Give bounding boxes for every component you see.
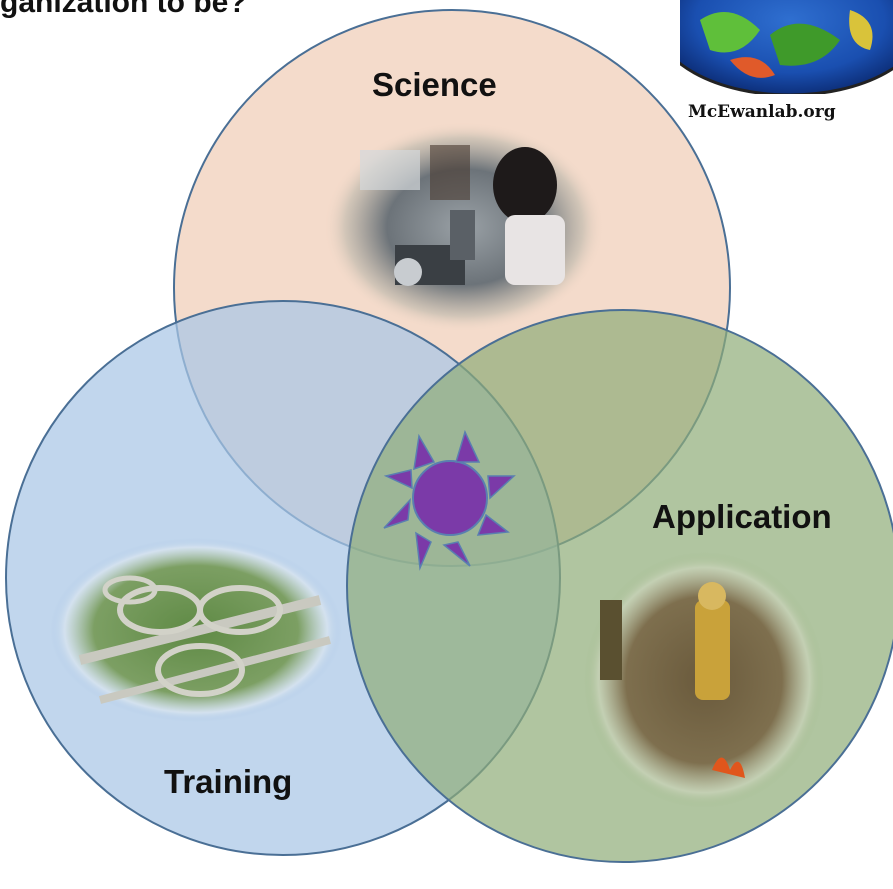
logo-caption: McEwanlab.org <box>688 102 836 122</box>
globe-map-icon <box>680 0 893 94</box>
application-label: Application <box>652 498 832 535</box>
application-circle <box>346 309 893 863</box>
science-label: Science <box>372 66 497 103</box>
prescribed-burn-photo <box>584 552 824 808</box>
sun-icon <box>383 429 516 571</box>
lab-microscope-photo <box>324 122 604 332</box>
training-label: Training <box>164 763 293 800</box>
highway-interchange-photo <box>50 538 342 722</box>
page-heading: ganization to be? <box>0 0 247 19</box>
